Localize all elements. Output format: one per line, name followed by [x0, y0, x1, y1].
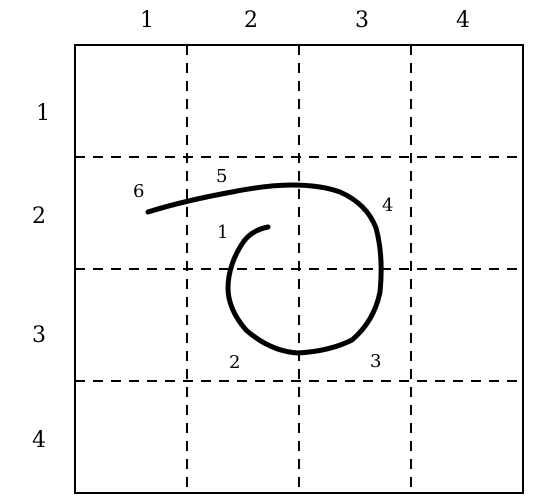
point-label-5: 5: [216, 166, 227, 187]
row-label-1: 1: [36, 101, 50, 126]
point-label-6: 6: [133, 181, 144, 202]
grid-lines: [75, 45, 523, 493]
point-labels: 1 2 3 4 5 6: [133, 166, 393, 373]
spiral-stroke: [145, 182, 384, 356]
column-label-2: 2: [244, 8, 258, 33]
column-label-1: 1: [140, 8, 154, 33]
column-labels: 1 2 3 4: [140, 8, 470, 33]
point-label-1: 1: [217, 222, 228, 243]
point-label-2: 2: [229, 352, 240, 373]
column-label-4: 4: [456, 8, 470, 33]
row-label-3: 3: [32, 323, 46, 348]
point-label-3: 3: [370, 351, 381, 372]
column-label-3: 3: [355, 8, 369, 33]
row-labels: 1 2 3 4: [32, 101, 50, 453]
point-label-4: 4: [382, 195, 393, 216]
row-label-2: 2: [32, 204, 46, 229]
row-label-4: 4: [32, 428, 46, 453]
